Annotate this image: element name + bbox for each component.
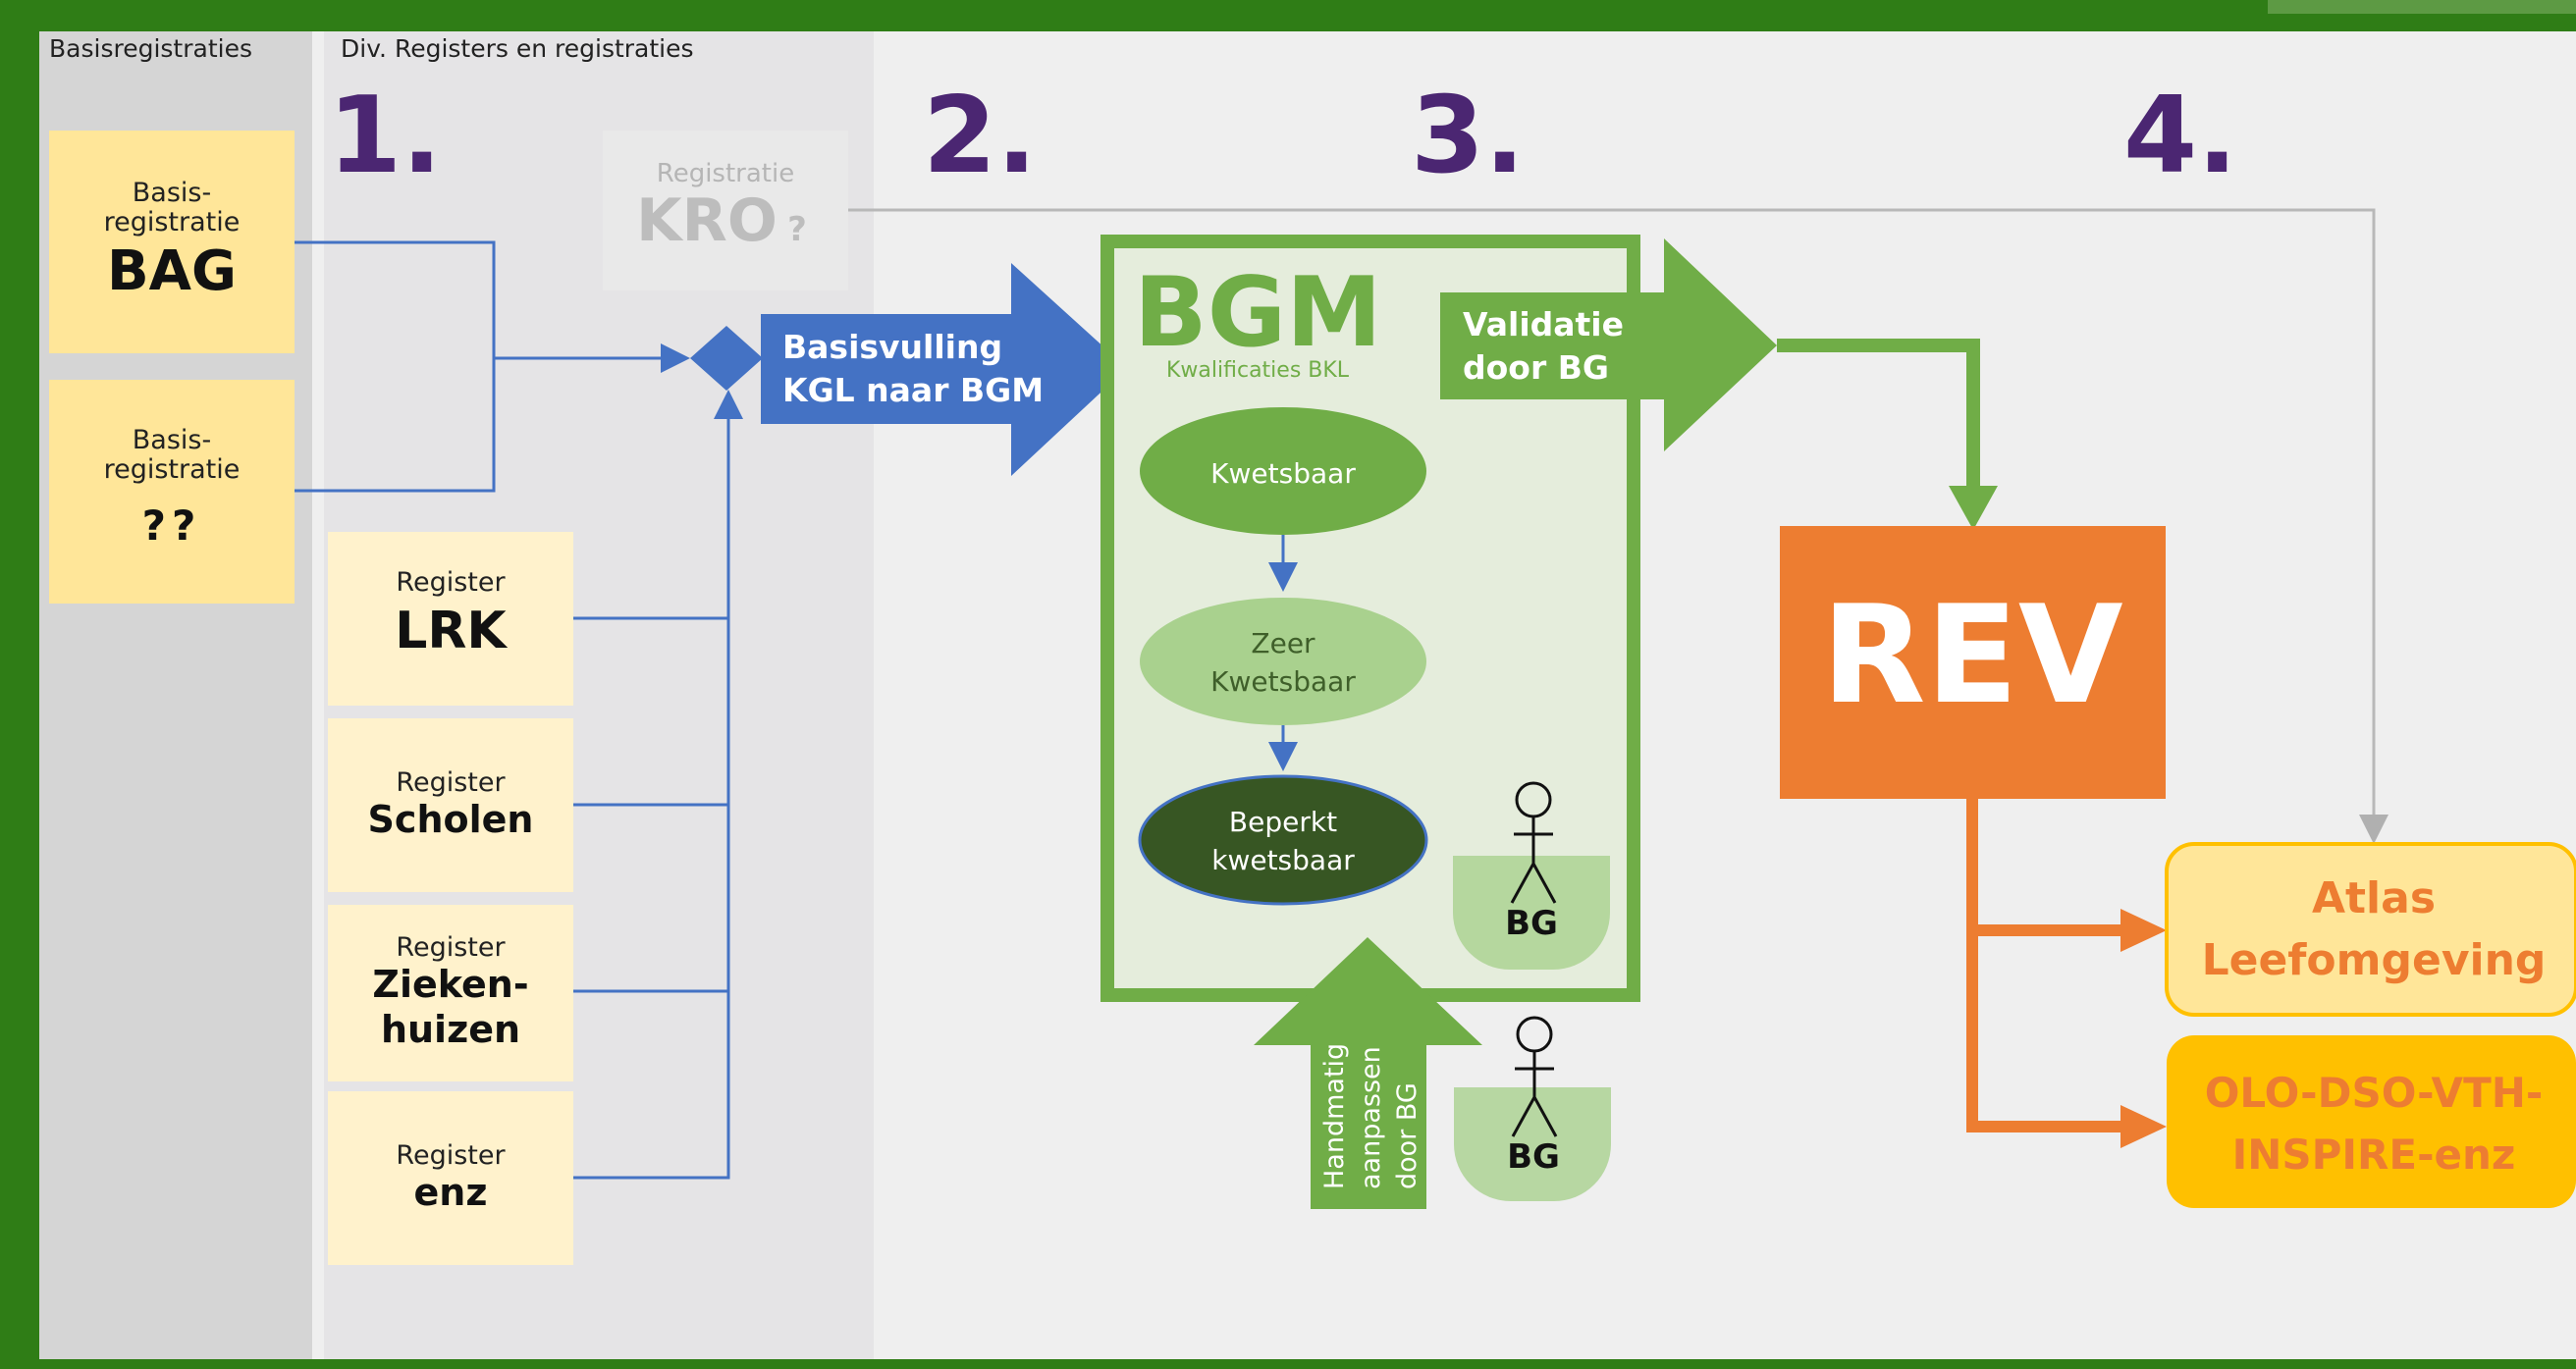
stick-figure-icon bbox=[1510, 781, 1557, 904]
svg-text:Basisvulling: Basisvulling bbox=[782, 328, 1002, 366]
stick-figure-icon bbox=[1511, 1016, 1558, 1137]
svg-text:Scholen: Scholen bbox=[368, 798, 534, 841]
svg-text:BG: BG bbox=[1507, 1137, 1560, 1177]
svg-text:huizen: huizen bbox=[381, 1008, 520, 1051]
svg-text:OLO-DSO-VTH-: OLO-DSO-VTH- bbox=[2205, 1069, 2544, 1117]
svg-text:Register: Register bbox=[396, 567, 506, 598]
basisregistraties-header: Basisregistraties bbox=[49, 34, 252, 63]
svg-text:INSPIRE-enz: INSPIRE-enz bbox=[2232, 1131, 2516, 1179]
svg-text:??: ?? bbox=[142, 501, 202, 550]
validatie-to-rev-arrow bbox=[1777, 339, 1998, 530]
svg-text:Handmatig: Handmatig bbox=[1319, 1043, 1350, 1189]
svg-text:REV: REV bbox=[1821, 576, 2123, 734]
register-box-enz: Register enz bbox=[328, 1091, 573, 1265]
bg-actor-handmatig: BG bbox=[1454, 1016, 1611, 1201]
merge-diamond bbox=[690, 326, 763, 391]
svg-text:enz: enz bbox=[414, 1171, 488, 1214]
bg-actor-in-bgm: BG bbox=[1453, 781, 1610, 970]
svg-text:BAG: BAG bbox=[107, 239, 237, 303]
svg-text:Register: Register bbox=[396, 767, 506, 798]
svg-text:Kwetsbaar: Kwetsbaar bbox=[1210, 665, 1356, 698]
ellipse-kwetsbaar: Kwetsbaar bbox=[1140, 407, 1426, 535]
svg-text:Validatie: Validatie bbox=[1463, 305, 1624, 343]
svg-text:Register: Register bbox=[396, 1140, 506, 1171]
validatie-arrow: Validatie door BG bbox=[1440, 238, 1777, 451]
svg-text:?: ? bbox=[787, 210, 807, 249]
svg-text:LRK: LRK bbox=[395, 602, 508, 660]
svg-text:door BG: door BG bbox=[1392, 1082, 1422, 1189]
svg-text:registratie: registratie bbox=[104, 454, 241, 485]
bgm-subtitle: Kwalificaties BKL bbox=[1166, 358, 1350, 383]
register-box-ziekenhuizen: Register Zieken- huizen bbox=[328, 905, 573, 1081]
basis-box-bag: Basis- registratie BAG bbox=[49, 131, 295, 353]
svg-text:Basis-: Basis- bbox=[133, 178, 211, 208]
rev-output-arrows bbox=[1966, 799, 2167, 1148]
svg-text:Zeer: Zeer bbox=[1251, 627, 1315, 659]
svg-text:kwetsbaar: kwetsbaar bbox=[1211, 844, 1355, 876]
output-olo-dso-vth-inspire: OLO-DSO-VTH- INSPIRE-enz bbox=[2167, 1035, 2576, 1208]
svg-text:Zieken-: Zieken- bbox=[372, 963, 528, 1006]
svg-text:Atlas: Atlas bbox=[2312, 873, 2436, 923]
ellipse-beperkt-kwetsbaar: Beperkt kwetsbaar bbox=[1138, 774, 1428, 906]
svg-text:registratie: registratie bbox=[104, 207, 241, 237]
svg-text:KRO: KRO bbox=[636, 186, 778, 255]
svg-text:aanpassen: aanpassen bbox=[1356, 1046, 1386, 1189]
svg-text:Kwetsbaar: Kwetsbaar bbox=[1210, 457, 1356, 490]
svg-text:Basis-: Basis- bbox=[133, 425, 211, 455]
kro-registration-box: Registratie KRO ? bbox=[603, 131, 848, 290]
register-box-lrk: Register LRK bbox=[328, 532, 573, 706]
basisvulling-arrow: Basisvulling KGL naar BGM bbox=[761, 263, 1127, 476]
output-atlas-leefomgeving: Atlas Leefomgeving bbox=[2165, 842, 2576, 1017]
svg-text:Beperkt: Beperkt bbox=[1229, 806, 1337, 838]
bgm-title: BGM bbox=[1134, 257, 1382, 369]
step-1-number: 1. bbox=[328, 75, 442, 197]
svg-text:BG: BG bbox=[1505, 904, 1558, 943]
svg-text:door BG: door BG bbox=[1463, 348, 1609, 387]
svg-text:Leefomgeving: Leefomgeving bbox=[2202, 935, 2547, 985]
step-4-number: 4. bbox=[2123, 75, 2237, 197]
svg-text:Registratie: Registratie bbox=[657, 159, 794, 188]
ellipse-zeer-kwetsbaar: Zeer Kwetsbaar bbox=[1140, 598, 1426, 725]
svg-text:Register: Register bbox=[396, 932, 506, 963]
registers-header: Div. Registers en registraties bbox=[341, 34, 694, 63]
blue-connectors bbox=[295, 240, 743, 1180]
step-2-number: 2. bbox=[923, 75, 1037, 197]
step-3-number: 3. bbox=[1411, 75, 1525, 197]
kro-to-atlas-line bbox=[848, 208, 2388, 844]
top-right-tab bbox=[2268, 0, 2576, 14]
basis-box-unknown: Basis- registratie ?? bbox=[49, 380, 295, 604]
handmatig-arrow: Handmatig aanpassen door BG bbox=[1254, 937, 1482, 1209]
rev-box: REV bbox=[1780, 526, 2166, 799]
svg-text:KGL naar BGM: KGL naar BGM bbox=[782, 371, 1044, 409]
register-box-scholen: Register Scholen bbox=[328, 718, 573, 892]
